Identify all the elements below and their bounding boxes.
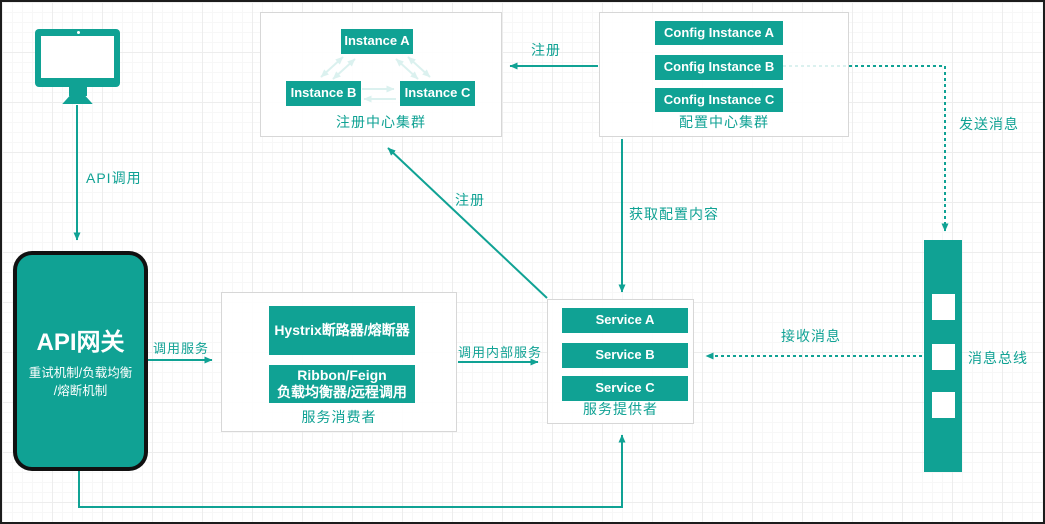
config-cluster-group: Config Instance A Config Instance B Conf… bbox=[599, 12, 849, 137]
config-instance-a: Config Instance A bbox=[655, 21, 783, 45]
consumer-ribbon-line2: 负载均衡器/远程调用 bbox=[277, 384, 407, 400]
api-gateway-subtitle-2: /熔断机制 bbox=[53, 383, 108, 398]
edge-label-invoke-internal: 调用内部服务 bbox=[458, 345, 543, 360]
monitor-camera-dot bbox=[76, 31, 80, 34]
edge-label-send-message: 发送消息 bbox=[959, 116, 1019, 132]
consumer-hystrix-node: Hystrix断路器/熔断器 bbox=[269, 306, 415, 355]
consumer-ribbon-node: Ribbon/Feign 负载均衡器/远程调用 bbox=[269, 365, 415, 403]
registry-instance-a: Instance A bbox=[341, 29, 413, 54]
provider-service-a: Service A bbox=[562, 308, 688, 333]
edge-gateway-provider-bottom bbox=[78, 434, 626, 508]
registry-instance-b: Instance B bbox=[286, 81, 361, 106]
message-bus-bar bbox=[924, 240, 962, 472]
config-instance-b: Config Instance B bbox=[655, 55, 783, 80]
edge-label-register-config: 注册 bbox=[531, 42, 561, 58]
monitor-stand-base bbox=[62, 96, 93, 104]
api-gateway-subtitle-1: 重试机制/负载均衡 bbox=[28, 366, 133, 380]
service-consumer-label: 服务消费者 bbox=[301, 409, 377, 425]
message-bus-slot-3 bbox=[932, 392, 955, 418]
edge-label-register-provider: 注册 bbox=[455, 192, 485, 208]
edge-label-receive-message: 接收消息 bbox=[781, 328, 841, 344]
registry-cluster-label: 注册中心集群 bbox=[336, 114, 426, 130]
registry-instance-c: Instance C bbox=[400, 81, 475, 106]
monitor-screen bbox=[41, 36, 114, 78]
provider-service-c: Service C bbox=[562, 376, 688, 401]
api-gateway-node: API网关 重试机制/负载均衡 /熔断机制 bbox=[14, 252, 147, 470]
message-bus-label: 消息总线 bbox=[968, 350, 1028, 366]
registry-cluster-group: Instance A Instance B Instance C 注册中心集群 bbox=[260, 12, 502, 137]
provider-service-b: Service B bbox=[562, 343, 688, 368]
edge-label-api-call: API调用 bbox=[86, 170, 142, 186]
service-consumer-group: Hystrix断路器/熔断器 Ribbon/Feign 负载均衡器/远程调用 服… bbox=[221, 292, 457, 432]
edge-label-get-config: 获取配置内容 bbox=[629, 206, 719, 222]
message-bus-slot-2 bbox=[932, 344, 955, 370]
message-bus-slot-1 bbox=[932, 294, 955, 320]
config-instance-c: Config Instance C bbox=[655, 88, 783, 112]
service-provider-label: 服务提供者 bbox=[583, 401, 658, 417]
monitor-stand-neck bbox=[68, 87, 87, 96]
service-provider-group: Service A Service B Service C 服务提供者 bbox=[547, 299, 694, 424]
consumer-ribbon-line1: Ribbon/Feign bbox=[297, 366, 387, 383]
edge-label-invoke-service: 调用服务 bbox=[153, 341, 210, 356]
edge-register-provider bbox=[387, 147, 548, 299]
config-cluster-label: 配置中心集群 bbox=[679, 114, 769, 130]
client-monitor-icon bbox=[35, 29, 120, 104]
api-gateway-title: API网关 bbox=[36, 329, 125, 356]
monitor-frame bbox=[35, 29, 120, 87]
